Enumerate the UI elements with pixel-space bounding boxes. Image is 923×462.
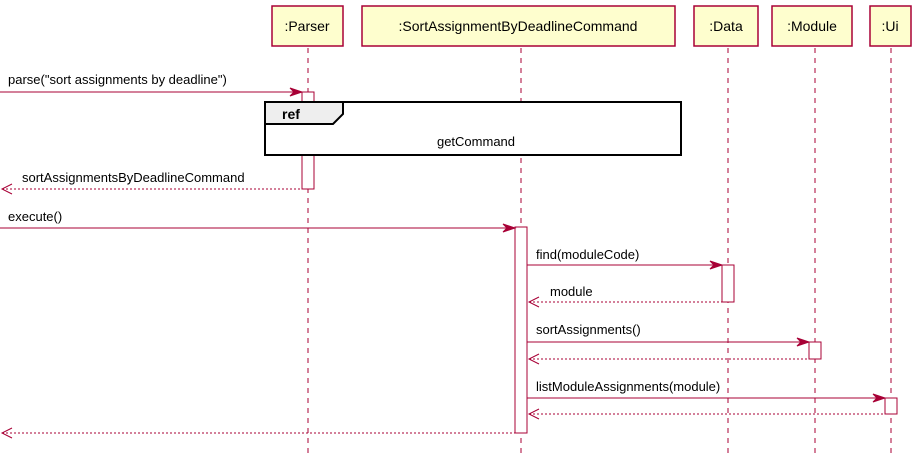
arrowhead-icon xyxy=(709,260,724,270)
open-arrowhead-icon xyxy=(0,183,13,195)
ref-frame-title: ref xyxy=(282,106,300,122)
arrowhead-icon xyxy=(796,337,811,347)
message-find: find(moduleCode) xyxy=(527,247,724,270)
participant-data-label: :Data xyxy=(709,18,743,34)
message-find-label: find(moduleCode) xyxy=(536,247,639,262)
message-return-command-label: sortAssignmentsByDeadlineCommand xyxy=(22,170,245,185)
message-parse-label: parse("sort assignments by deadline") xyxy=(8,72,227,87)
activation-data xyxy=(721,264,735,303)
message-return-command: sortAssignmentsByDeadlineCommand xyxy=(0,170,302,195)
participant-ui-label: :Ui xyxy=(881,18,898,34)
participant-data: :Data xyxy=(693,5,759,47)
message-return-module-label: module xyxy=(550,284,593,299)
arrowhead-icon xyxy=(289,87,304,97)
message-return-from-module xyxy=(527,353,809,365)
ref-frame-text: getCommand xyxy=(437,134,515,149)
message-final-return xyxy=(0,427,515,439)
participant-module-label: :Module xyxy=(787,18,837,34)
message-sort-assignments: sortAssignments() xyxy=(527,322,811,347)
ref-frame: ref getCommand xyxy=(264,101,682,156)
open-arrowhead-icon xyxy=(0,427,13,439)
activation-sort-command xyxy=(514,226,528,434)
participant-module: :Module xyxy=(771,5,853,47)
open-arrowhead-icon xyxy=(527,296,540,308)
arrowhead-icon xyxy=(502,223,517,233)
open-arrowhead-icon xyxy=(527,408,540,420)
open-arrowhead-icon xyxy=(527,353,540,365)
message-return-module: module xyxy=(527,284,722,308)
participant-parser-label: :Parser xyxy=(284,18,329,34)
message-list-assignments-label: listModuleAssignments(module) xyxy=(536,379,720,394)
participant-sort-command-label: :SortAssignmentByDeadlineCommand xyxy=(399,18,638,34)
arrowhead-icon xyxy=(872,393,887,403)
message-return-from-ui xyxy=(527,408,885,420)
activation-module xyxy=(808,341,822,360)
message-list-assignments: listModuleAssignments(module) xyxy=(527,379,887,403)
activation-ui xyxy=(884,397,898,415)
participant-parser: :Parser xyxy=(271,5,344,47)
message-sort-assignments-label: sortAssignments() xyxy=(536,322,641,337)
message-execute-label: execute() xyxy=(8,209,62,224)
message-parse: parse("sort assignments by deadline") xyxy=(0,72,304,97)
participant-sort-command: :SortAssignmentByDeadlineCommand xyxy=(361,5,676,47)
message-execute: execute() xyxy=(0,209,517,233)
participant-ui: :Ui xyxy=(869,5,912,47)
